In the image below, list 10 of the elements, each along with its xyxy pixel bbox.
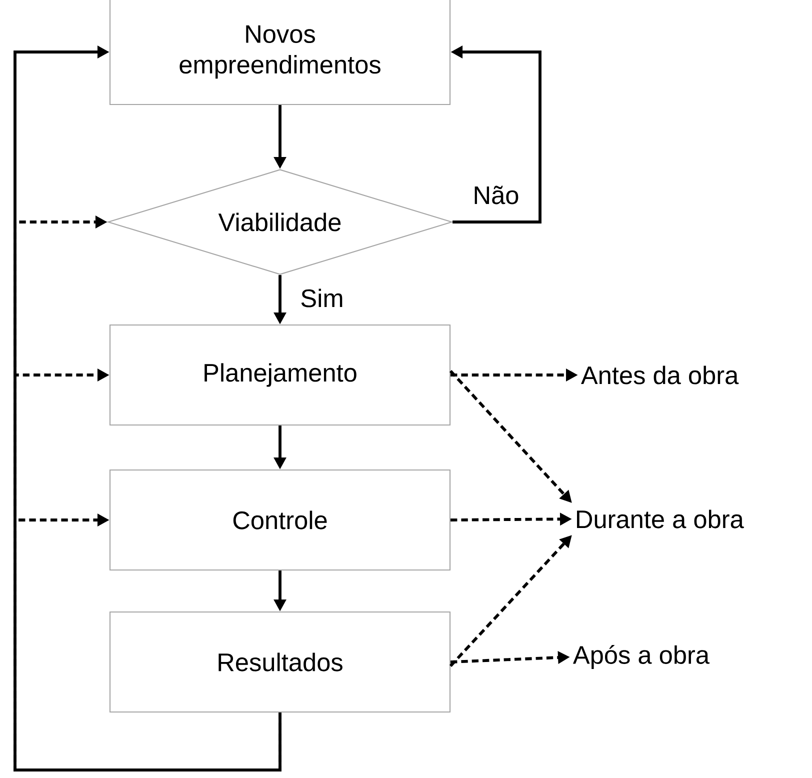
process-box: Controle — [109, 469, 451, 571]
outcome-label: Após a obra — [572, 645, 710, 669]
process-box: Novos empreendimentos — [109, 0, 451, 106]
process-box: Planejamento — [109, 324, 451, 426]
arrow — [14, 46, 282, 772]
edge-label: Não — [471, 184, 521, 206]
outcome-label: Antes da obra — [580, 366, 739, 384]
process-box: Resultados — [109, 611, 451, 713]
edge-label: Sim — [298, 287, 346, 309]
outcome-label: Durante a obra — [577, 510, 744, 528]
